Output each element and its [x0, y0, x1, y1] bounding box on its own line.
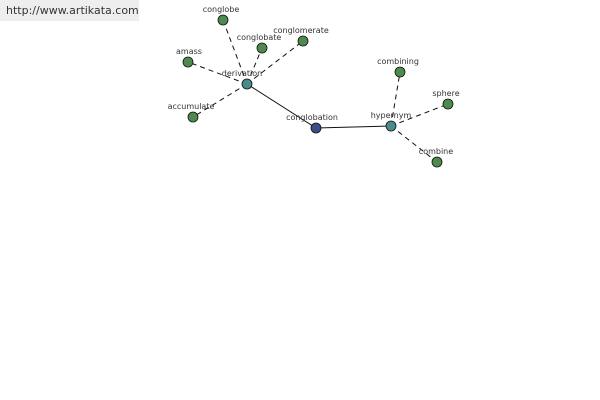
node-hypernym-label[interactable]: hypernym: [371, 111, 412, 120]
node-accumulate[interactable]: accumulate: [168, 102, 215, 123]
node-derivation[interactable]: derivation: [222, 69, 262, 90]
node-combine[interactable]: combine: [419, 147, 453, 168]
node-conglobation[interactable]: conglobation: [286, 113, 338, 134]
node-derivation-label[interactable]: derivation: [222, 69, 262, 78]
edge-derivation-conglomerate: [246, 40, 304, 85]
node-conglobation-dot[interactable]: [310, 122, 322, 134]
node-conglomerate[interactable]: conglomerate: [273, 26, 329, 47]
node-sphere-label[interactable]: sphere: [432, 89, 459, 98]
node-hypernym[interactable]: hypernym: [371, 111, 412, 132]
node-conglobe-label[interactable]: conglobe: [203, 5, 240, 14]
node-conglobation-label[interactable]: conglobation: [286, 113, 338, 122]
node-combining-label[interactable]: combining: [377, 57, 419, 66]
nodes-layer: conglobation derivation hypernym conglobe co…: [168, 5, 460, 168]
node-accumulate-label[interactable]: accumulate: [168, 102, 215, 111]
edge-derivation-accumulate: [192, 83, 248, 118]
edge-hypernym-combine: [390, 125, 438, 163]
node-sphere[interactable]: sphere: [432, 89, 460, 110]
node-amass-label[interactable]: amass: [176, 47, 202, 56]
node-combining-dot[interactable]: [394, 66, 406, 78]
node-conglobate[interactable]: conglobate: [237, 33, 282, 54]
edge-hypernym-combining: [390, 71, 401, 127]
node-accumulate-dot[interactable]: [187, 111, 199, 123]
node-derivation-dot[interactable]: [241, 78, 253, 90]
node-conglobe[interactable]: conglobe: [203, 5, 240, 26]
edge-derivation-conglobe: [222, 19, 248, 85]
edges-layer: [187, 19, 449, 163]
edge-derivation-amass: [187, 61, 248, 85]
node-sphere-dot[interactable]: [442, 98, 454, 110]
node-combine-label[interactable]: combine: [419, 147, 453, 156]
edge-derivation-conglobation: [246, 83, 317, 129]
node-amass-dot[interactable]: [182, 56, 194, 68]
node-conglobe-dot[interactable]: [217, 14, 229, 26]
node-conglobate-dot[interactable]: [256, 42, 268, 54]
node-combine-dot[interactable]: [431, 156, 443, 168]
node-amass[interactable]: amass: [176, 47, 202, 68]
node-conglomerate-label[interactable]: conglomerate: [273, 26, 329, 35]
edge-derivation-conglobate: [246, 47, 263, 85]
edge-hypernym-sphere: [390, 103, 449, 127]
url-text[interactable]: http://www.artikata.com: [6, 4, 139, 17]
node-hypernym-dot[interactable]: [385, 120, 397, 132]
node-conglomerate-dot[interactable]: [297, 35, 309, 47]
url-banner[interactable]: http://www.artikata.com: [0, 0, 139, 21]
node-conglobate-label[interactable]: conglobate: [237, 33, 282, 42]
node-combining[interactable]: combining: [377, 57, 419, 78]
edge-conglobation-hypernym: [315, 125, 392, 129]
